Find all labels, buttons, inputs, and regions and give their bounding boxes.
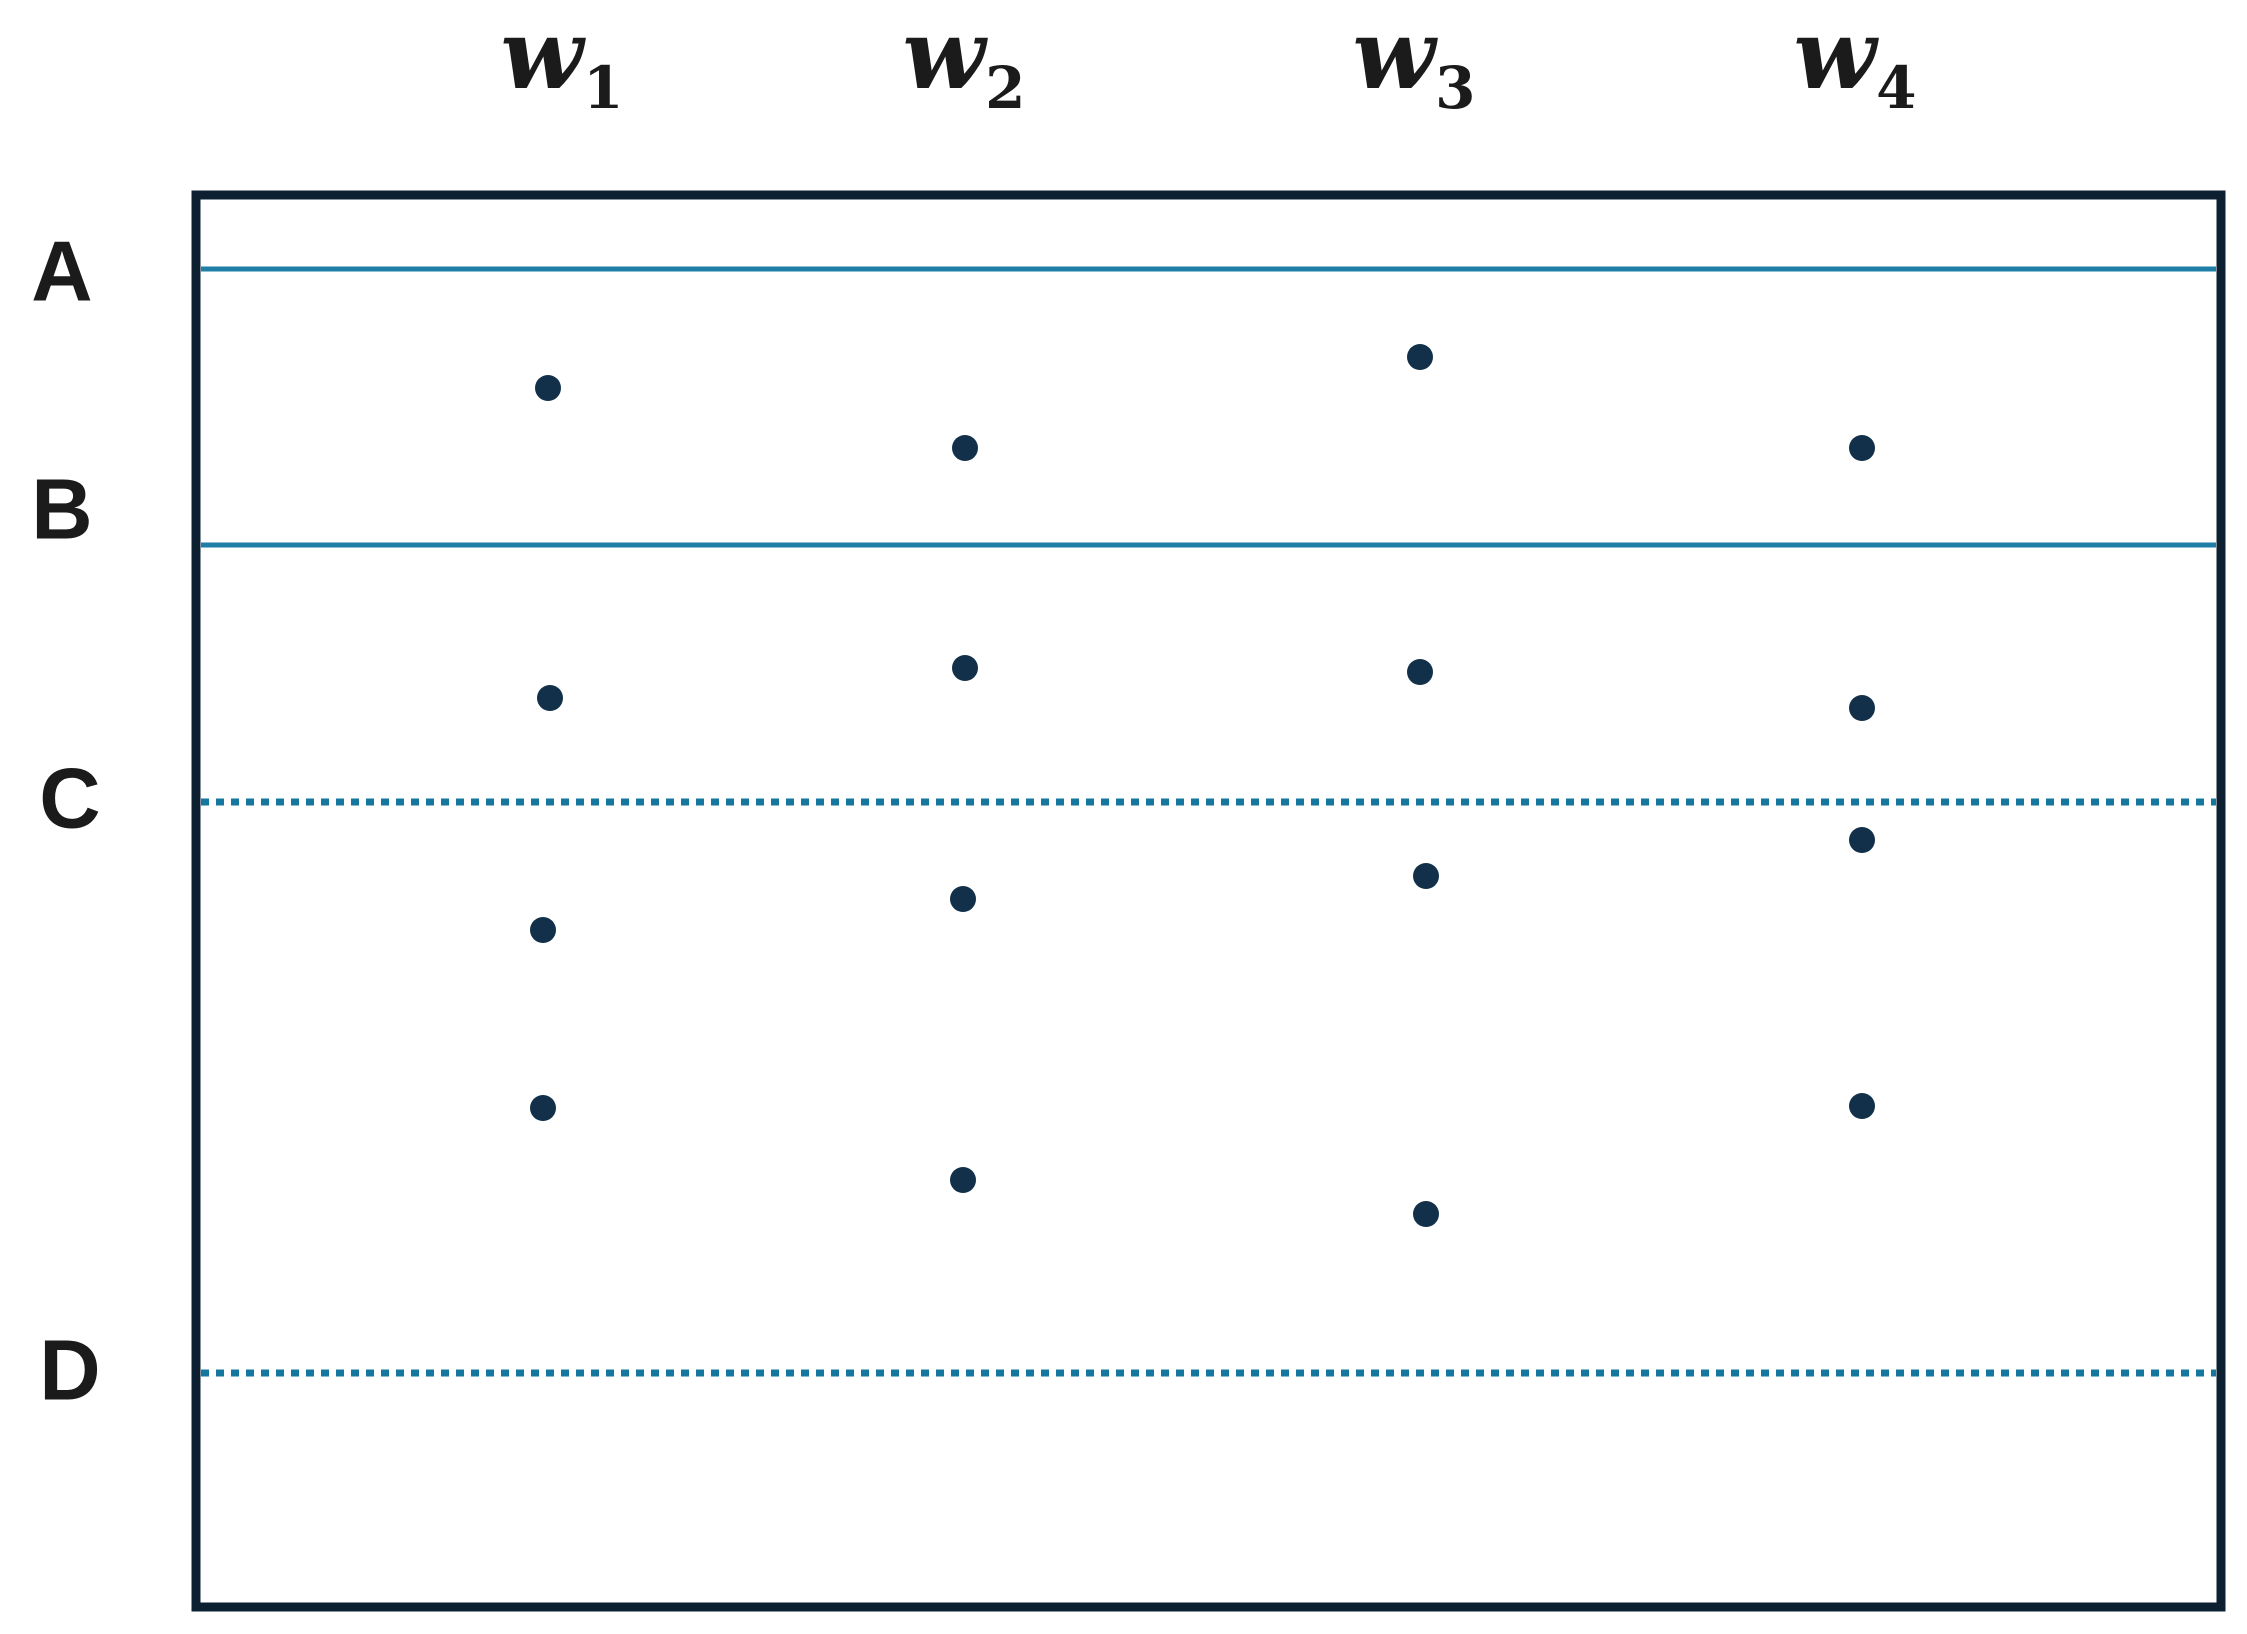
diagram-frame [191,190,2226,1612]
sample-dot-w2 [952,435,978,461]
row-label-a: A [31,225,92,320]
column-label-base: w [903,0,989,111]
column-label-w2: w2 [903,0,1026,122]
sample-dot-w1 [535,375,561,401]
sample-dot-w2 [950,886,976,912]
column-label-subscript: 1 [583,54,623,122]
row-label-d: D [39,1324,100,1419]
column-label-subscript: 3 [1435,54,1475,122]
sample-dot-w2 [950,1167,976,1193]
sample-dot-w3 [1407,659,1433,685]
column-label-subscript: 4 [1876,54,1916,122]
column-label-base: w [1353,0,1439,111]
row-label-b: B [31,463,92,558]
sample-dot-w4 [1849,1093,1875,1119]
sample-dot-w3 [1413,863,1439,889]
row-label-c: C [39,752,100,847]
sample-dot-w2 [952,655,978,681]
sample-dot-w4 [1849,827,1875,853]
column-label-subscript: 2 [985,54,1025,122]
column-label-base: w [501,0,587,111]
sample-dot-w4 [1849,695,1875,721]
sample-dot-w1 [537,685,563,711]
sample-dot-w3 [1407,344,1433,370]
column-label-w1: w1 [501,0,624,122]
sample-dot-w1 [530,917,556,943]
sample-dot-w3 [1413,1201,1439,1227]
sample-dot-w1 [530,1095,556,1121]
column-label-w4: w4 [1794,0,1917,122]
column-label-base: w [1794,0,1880,111]
column-label-w3: w3 [1353,0,1476,122]
sample-dot-w4 [1849,435,1875,461]
